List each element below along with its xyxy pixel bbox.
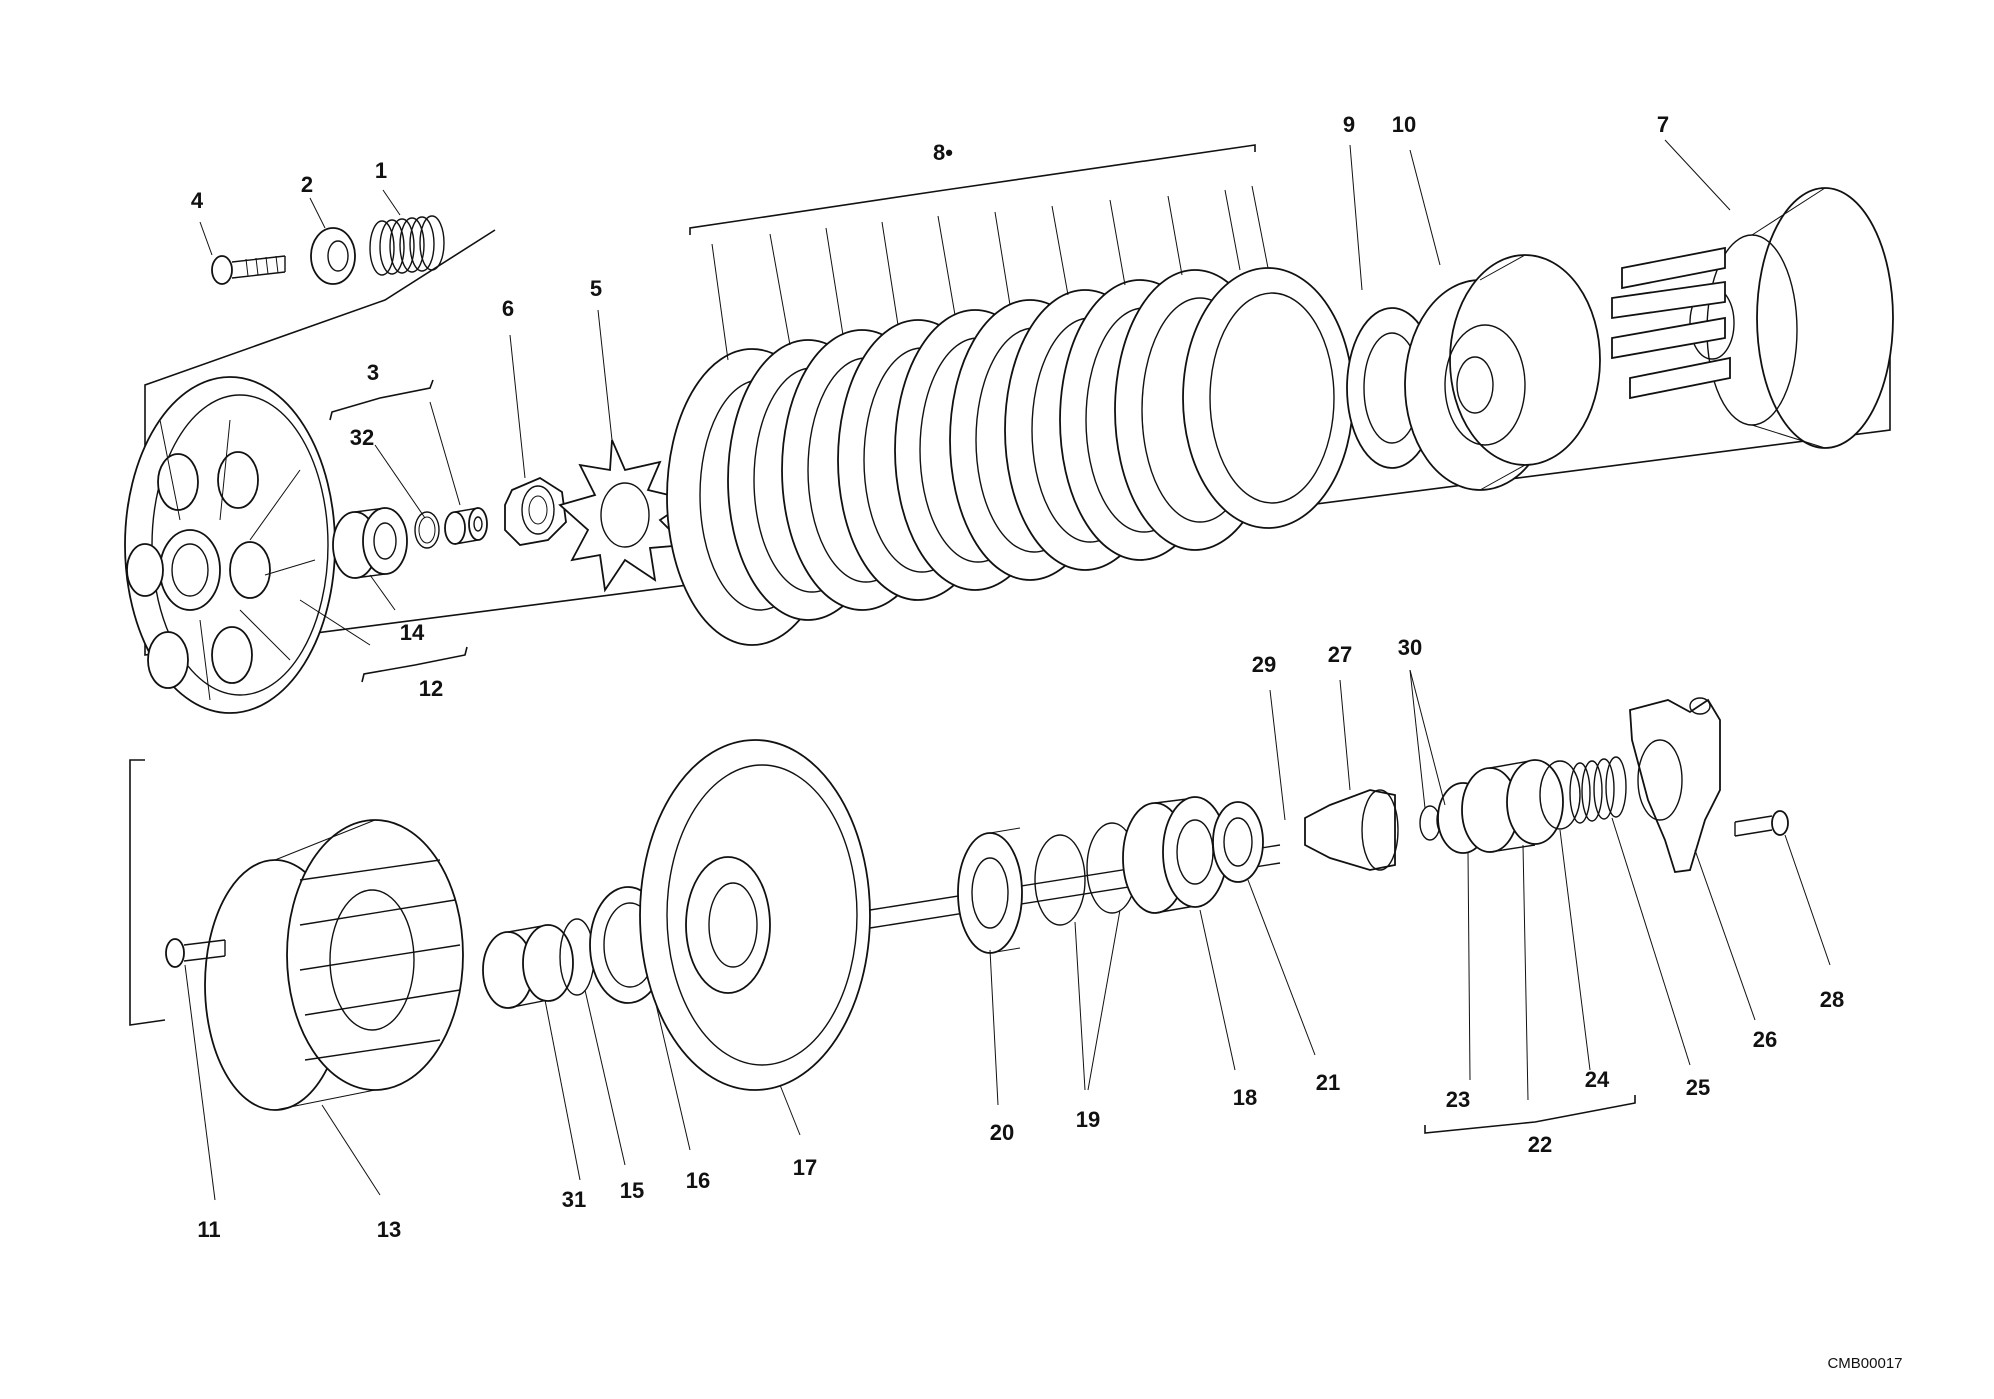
callout-4: 4 [191, 188, 204, 213]
part-27-piston [1304, 789, 1399, 871]
callout-18: 18 [1233, 1085, 1257, 1110]
part-11-bolt [165, 938, 226, 968]
callout-20: 20 [990, 1120, 1014, 1145]
part-3-bracket [329, 379, 434, 421]
part-26-cylinder-body [1629, 697, 1721, 873]
callout-10: 10 [1392, 112, 1416, 137]
callout-1: 1 [375, 158, 387, 183]
part-13-clutch-basket [204, 819, 464, 1111]
part-8-clutch-plate-pack [666, 267, 1354, 646]
part-19-circlips [1034, 822, 1138, 926]
part-14-bearing [332, 507, 408, 579]
callout-17: 17 [793, 1155, 817, 1180]
callout-19: 19 [1076, 1107, 1100, 1132]
callout-labels: 1 2 4 8• 9 10 7 6 5 3 32 14 12 29 27 30 … [191, 112, 1844, 1242]
callout-11: 11 [197, 1217, 220, 1242]
part-12-bracket [361, 646, 468, 683]
callout-12: 12 [419, 676, 443, 701]
callout-24: 24 [1585, 1067, 1610, 1092]
part-4-bolt [211, 255, 286, 285]
part-17-primary-gear [639, 739, 871, 1091]
callout-27: 27 [1328, 642, 1352, 667]
callout-8: 8• [933, 140, 953, 165]
part-8-bracket [689, 144, 1256, 235]
part-20-bearing [957, 827, 1023, 954]
callout-16: 16 [686, 1168, 710, 1193]
callout-5: 5 [590, 276, 602, 301]
callout-9: 9 [1343, 112, 1355, 137]
part-2-cup-washer [310, 227, 356, 285]
part-10-clutch-hub [1404, 254, 1601, 491]
callout-6: 6 [502, 296, 514, 321]
callout-28: 28 [1820, 987, 1844, 1012]
callout-30: 30 [1398, 635, 1422, 660]
part-7-drum-with-studs [1611, 187, 1894, 449]
part-31-bushing [482, 924, 574, 1009]
part-3-pushrod-cap [444, 507, 488, 545]
callout-21: 21 [1316, 1070, 1340, 1095]
part-18-bearing [1122, 796, 1228, 914]
callout-22: 22 [1528, 1132, 1552, 1157]
callout-32: 32 [350, 425, 374, 450]
pressure-plate [124, 376, 336, 714]
callout-15: 15 [620, 1178, 644, 1203]
part-32-circlip [414, 511, 440, 549]
part-24-seal [1539, 760, 1581, 830]
part-22-bracket [1424, 1095, 1636, 1134]
callout-31: 31 [562, 1187, 586, 1212]
part-5-lock-washer [558, 439, 693, 593]
callout-14: 14 [400, 620, 425, 645]
part-21-washer [1212, 801, 1264, 883]
callout-3: 3 [367, 360, 379, 385]
callout-13: 13 [377, 1217, 401, 1242]
callout-29: 29 [1252, 652, 1276, 677]
drawing-code: CMB00017 [1827, 1355, 1902, 1372]
callout-23: 23 [1446, 1087, 1470, 1112]
part-8-leader-lines [711, 185, 1269, 361]
callout-2: 2 [301, 172, 313, 197]
part-1-spring [369, 215, 445, 276]
leader-lines [184, 139, 1831, 1201]
lower-assembly-frame [129, 759, 166, 1026]
callout-25: 25 [1686, 1075, 1710, 1100]
part-28-bolt [1734, 810, 1789, 837]
callout-7: 7 [1657, 112, 1669, 137]
callout-26: 26 [1753, 1027, 1777, 1052]
part-25-spring [1569, 756, 1627, 824]
part-6-nut [504, 476, 567, 546]
